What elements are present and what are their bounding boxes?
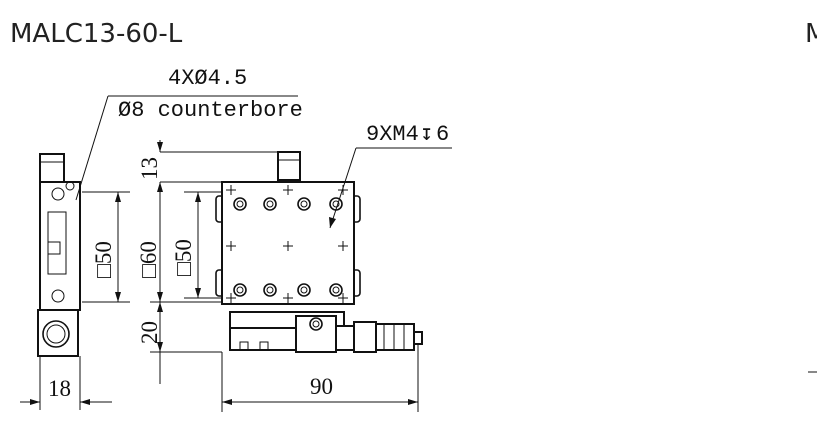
truncated-title-edge: M bbox=[805, 19, 817, 49]
callout-counterbore: Ø8 counterbore bbox=[118, 98, 303, 123]
dim-bottom-offset: 20 bbox=[137, 321, 162, 344]
front-top-screw bbox=[277, 151, 301, 181]
dim-front-square: □60 bbox=[136, 241, 161, 278]
micrometer-mount bbox=[295, 315, 337, 353]
counterbore-holes bbox=[233, 197, 343, 297]
tapped-callout: 9XM4 ↧ 6 bbox=[329, 122, 452, 229]
micrometer-head bbox=[335, 321, 423, 353]
callout-holes: 4XØ4.5 bbox=[168, 66, 247, 91]
dim-side-square: □50 bbox=[91, 241, 116, 278]
front-dimensions: 13 □60 □50 20 90 bbox=[136, 140, 419, 412]
callout-tapped-depth: 6 bbox=[436, 122, 449, 147]
dim-side-width: 18 bbox=[48, 376, 71, 401]
front-view bbox=[215, 151, 423, 353]
side-view: 18 □50 bbox=[20, 95, 130, 410]
dim-front-width: 90 bbox=[310, 374, 333, 399]
side-micrometer bbox=[37, 309, 79, 357]
side-knob bbox=[39, 153, 65, 183]
tapped-holes bbox=[226, 185, 348, 303]
callout-depth-symbol: ↧ bbox=[420, 122, 433, 147]
page-title: MALC13-60-L bbox=[10, 19, 183, 49]
dim-front-square-inner: □50 bbox=[171, 239, 196, 276]
dim-top-offset: 13 bbox=[137, 157, 162, 180]
callout-tapped: 9XM4 bbox=[366, 122, 419, 147]
counterbore-callout: 4XØ4.5 Ø8 counterbore bbox=[108, 66, 303, 123]
